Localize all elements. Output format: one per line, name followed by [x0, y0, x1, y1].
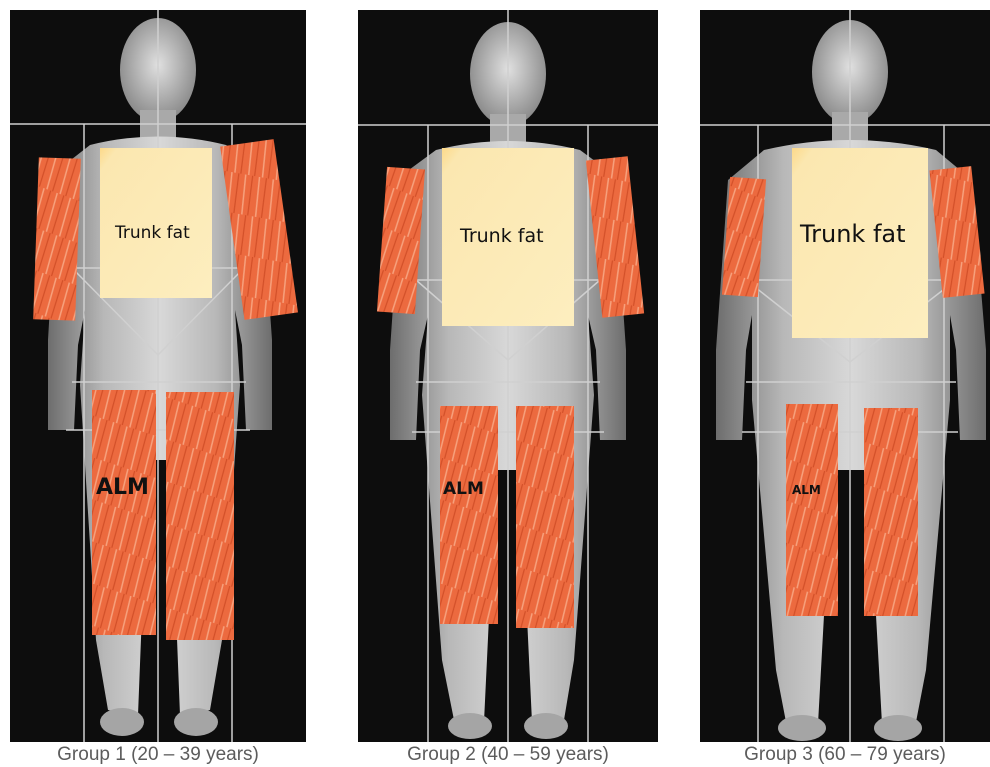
left-leg-muscle: [786, 404, 838, 616]
scan-panel-group-2: Trunk fat ALM: [358, 10, 658, 742]
caption-group-2: Group 2 (40 – 59 years): [358, 742, 658, 767]
left-leg-muscle: [440, 406, 498, 624]
scan-image-group-1: [10, 10, 306, 742]
trunk-fat-label: Trunk fat: [800, 220, 906, 248]
alm-label: ALM: [443, 479, 484, 499]
trunk-fat-label: Trunk fat: [460, 225, 544, 247]
scan-panel-group-3: Trunk fat ALM: [700, 10, 990, 742]
right-leg-muscle: [516, 406, 574, 628]
scan-image-group-3: [700, 10, 990, 742]
left-arm-muscle: [33, 157, 81, 320]
right-leg-muscle: [864, 408, 918, 616]
alm-label: ALM: [96, 475, 149, 500]
caption-group-1: Group 1 (20 – 39 years): [10, 742, 306, 767]
scan-panel-group-1: Trunk fat ALM: [10, 10, 306, 742]
alm-label: ALM: [792, 483, 821, 497]
trunk-fat-label: Trunk fat: [115, 223, 190, 243]
caption-group-3: Group 3 (60 – 79 years): [700, 742, 990, 767]
scan-image-group-2: [358, 10, 658, 742]
right-leg-muscle: [166, 392, 234, 640]
left-leg-muscle: [92, 390, 156, 635]
